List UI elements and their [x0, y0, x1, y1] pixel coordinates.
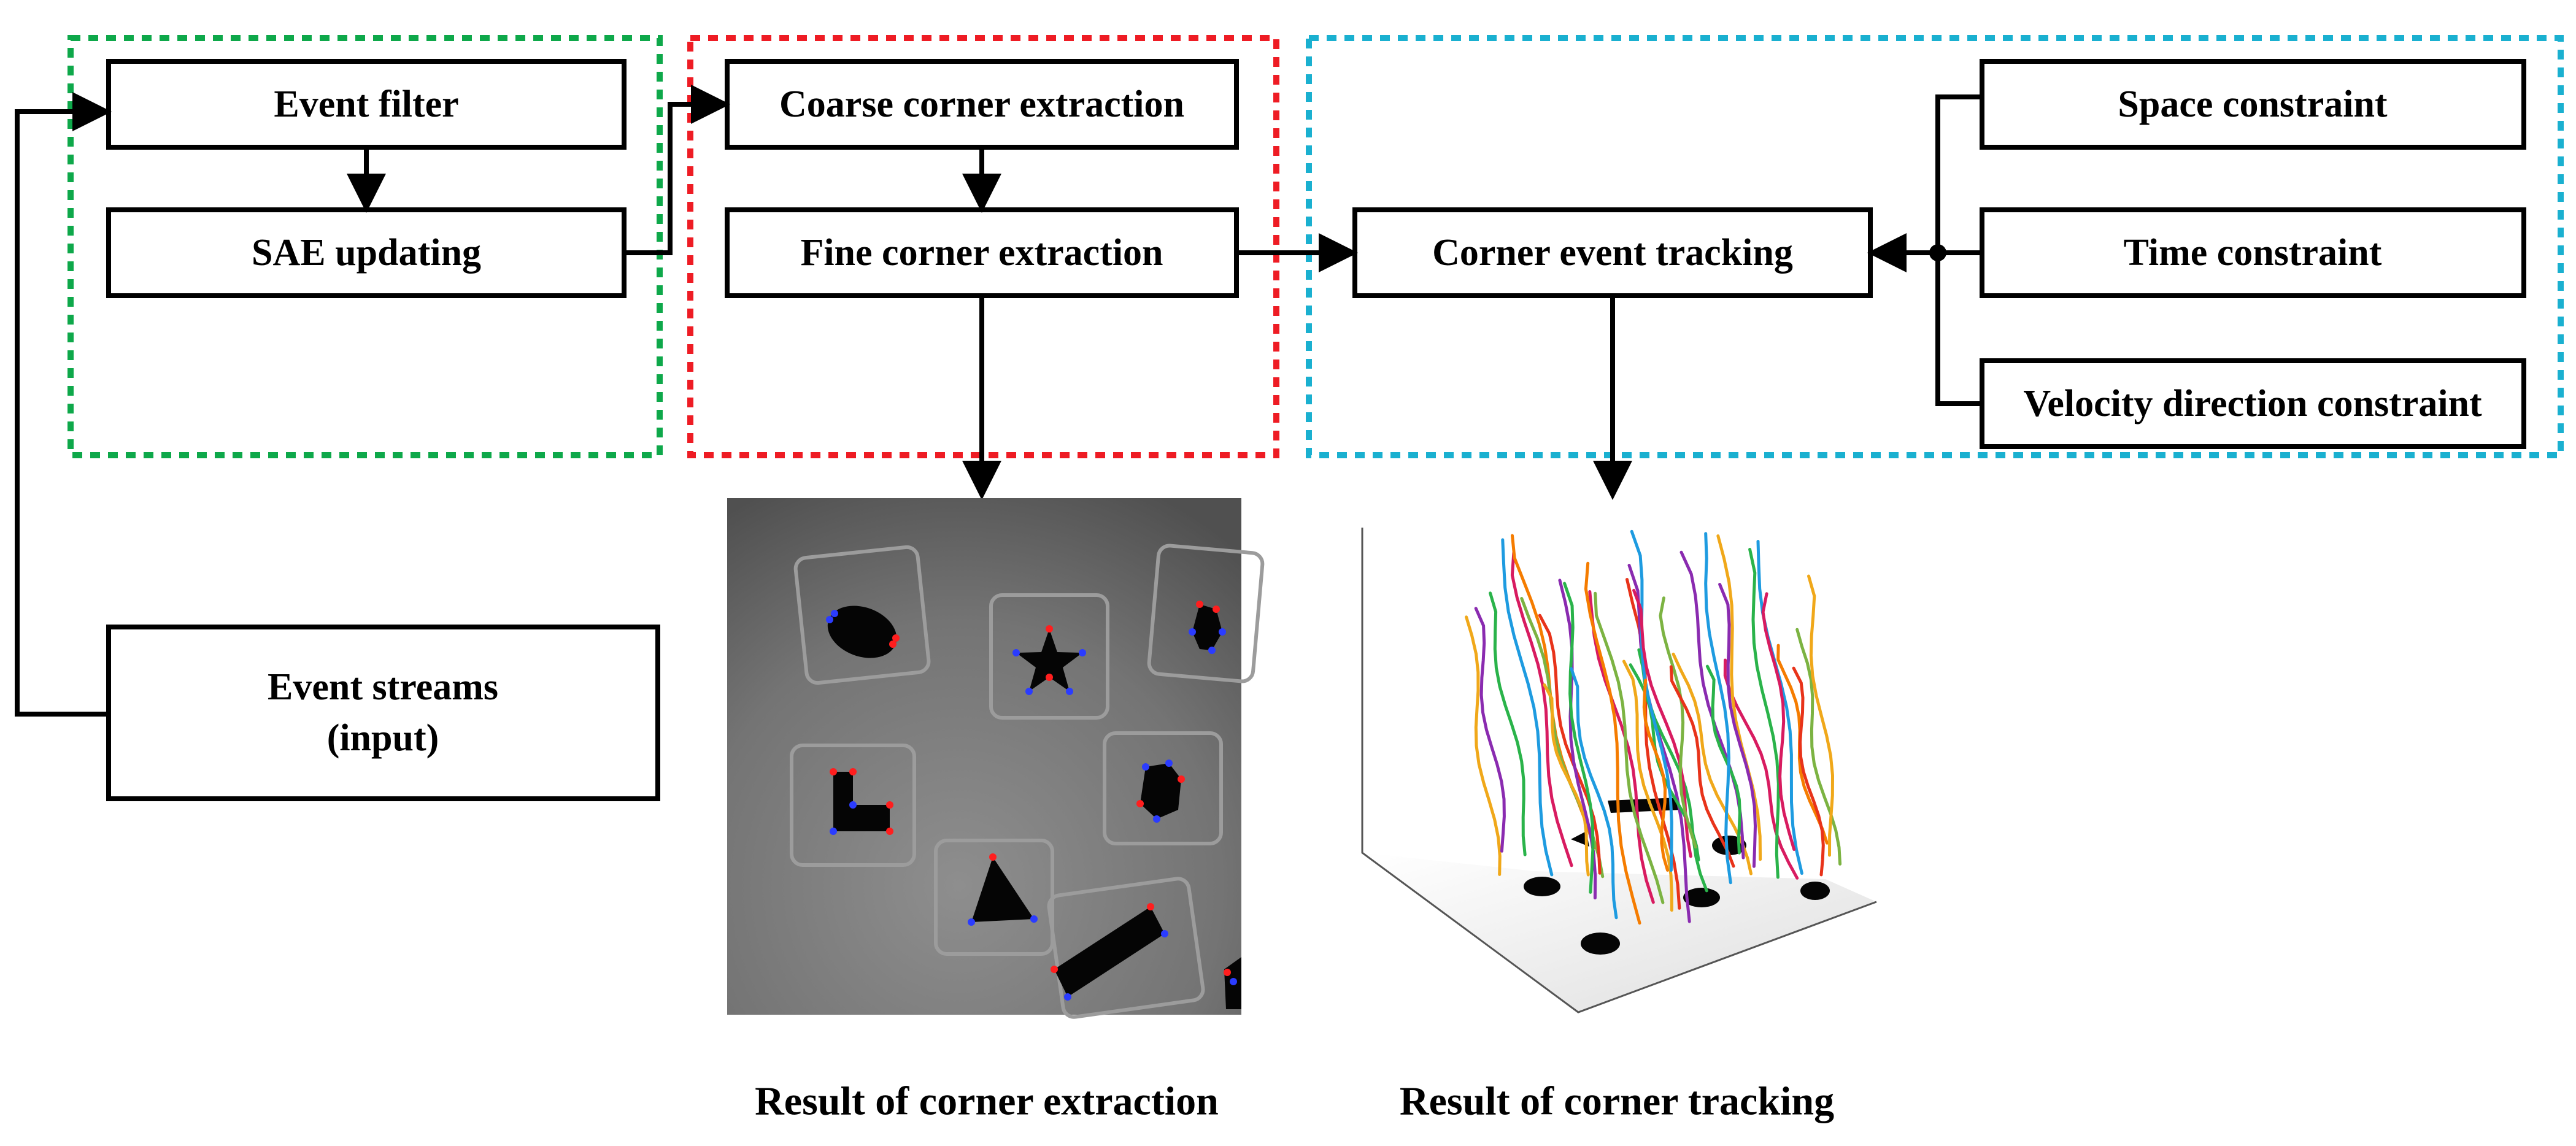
corner-point: [886, 828, 893, 835]
corner-point: [1230, 978, 1237, 985]
corner-point: [1064, 993, 1071, 1001]
trajectory-line: [1718, 583, 1757, 868]
trajectory-line: [1474, 607, 1506, 853]
corner-point: [830, 768, 837, 775]
event-streams-label: Event streams: [268, 666, 498, 708]
corner-point: [831, 610, 838, 617]
corner-point: [1213, 606, 1220, 613]
trajectory-line: [1795, 628, 1842, 866]
fine-corner-label: Fine corner extraction: [800, 232, 1163, 274]
event-filter-box: Event filter: [106, 59, 627, 150]
corner-tracking-plot: [1361, 528, 1877, 1013]
trajectory-line: [1705, 664, 1741, 855]
trajectory-line: [1756, 540, 1803, 875]
corner-point: [989, 853, 997, 861]
corner-point: [1153, 815, 1160, 823]
corner-point: [1178, 775, 1185, 783]
corner-tracking-box: Corner event tracking: [1352, 207, 1873, 298]
corner-point: [1066, 688, 1073, 695]
corner-point: [886, 801, 893, 809]
trajectory-line: [1807, 574, 1835, 857]
corner-point: [1161, 930, 1168, 937]
extraction-result-caption: Result of corner extraction: [755, 1079, 1219, 1124]
trajectory-line: [1465, 615, 1502, 876]
corner-point: [849, 801, 857, 809]
sae-updating-label: SAE updating: [252, 232, 481, 274]
space-constraint-label: Space constraint: [2118, 83, 2388, 125]
corner-point: [1208, 647, 1216, 654]
trajectory-line: [1489, 591, 1527, 856]
corner-point: [830, 828, 837, 835]
extraction-group-frame: [687, 35, 1279, 458]
velocity-constraint-box: Velocity direction constraint: [1980, 358, 2526, 449]
velocity-constraint-label: Velocity direction constraint: [2023, 383, 2482, 425]
corner-point: [826, 616, 833, 623]
corner-point: [1196, 601, 1203, 608]
trajectory-line: [1563, 582, 1595, 894]
trajectory-line: [1748, 548, 1780, 879]
sae-updating-box: SAE updating: [106, 207, 627, 298]
coarse-corner-box: Coarse corner extraction: [725, 59, 1239, 150]
event-filter-label: Event filter: [274, 83, 458, 125]
trajectory-line: [1761, 592, 1796, 852]
corner-point: [1012, 649, 1020, 656]
input-feedback-arrow: [15, 92, 112, 717]
filter-group-frame: [67, 35, 663, 458]
trajectory-line: [1510, 551, 1573, 867]
ground-plane: [1362, 853, 1876, 1012]
trajectory-line: [1704, 532, 1732, 885]
coarse-corner-label: Coarse corner extraction: [779, 83, 1184, 125]
corner-point: [1051, 966, 1058, 973]
time-constraint-box: Time constraint: [1980, 207, 2526, 298]
corner-point: [1025, 688, 1033, 695]
corner-point: [849, 768, 857, 775]
trajectory-line: [1642, 679, 1669, 872]
corner-point: [1165, 760, 1173, 767]
tracking-group-frame: [1306, 35, 2564, 458]
corner-point: [1046, 625, 1053, 633]
fine-corner-box: Fine corner extraction: [725, 207, 1239, 298]
trajectory-line: [1630, 529, 1673, 872]
corner-point: [1189, 628, 1196, 636]
corner-extraction-image: [727, 498, 1265, 1019]
trajectory-line: [1543, 683, 1590, 877]
corner-point: [892, 634, 900, 642]
corner-point: [1079, 649, 1086, 656]
trajectory-line: [1792, 666, 1825, 877]
trajectory-line: [1669, 665, 1735, 868]
event-streams-box: Event streams (input): [106, 625, 660, 801]
corner-point: [1219, 628, 1226, 636]
corner-point: [1046, 674, 1053, 681]
corner-tracking-label: Corner event tracking: [1432, 232, 1793, 274]
trajectory-line: [1570, 667, 1618, 920]
trajectory-line: [1716, 534, 1762, 861]
trajectory-line: [1594, 591, 1665, 904]
time-constraint-label: Time constraint: [2124, 232, 2382, 274]
bus-junction-dot: [1929, 244, 1946, 261]
corner-point: [1224, 969, 1231, 976]
corner-point: [1030, 915, 1038, 923]
corner-point: [968, 918, 975, 926]
corner-point: [1142, 763, 1149, 771]
tracking-result-caption: Result of corner tracking: [1400, 1079, 1834, 1124]
trajectory-line: [1584, 561, 1641, 925]
trajectory-line: [1538, 613, 1602, 875]
corner-point: [1136, 800, 1144, 807]
sae-to-coarse-arrow: [624, 85, 730, 255]
event-streams-sublabel: (input): [327, 717, 439, 759]
corner-point: [889, 640, 897, 648]
trajectory-line: [1501, 538, 1554, 877]
trajectory-line: [1588, 590, 1655, 904]
space-constraint-box: Space constraint: [1980, 59, 2526, 150]
corner-point: [1147, 903, 1154, 910]
trajectory-line: [1659, 596, 1697, 849]
